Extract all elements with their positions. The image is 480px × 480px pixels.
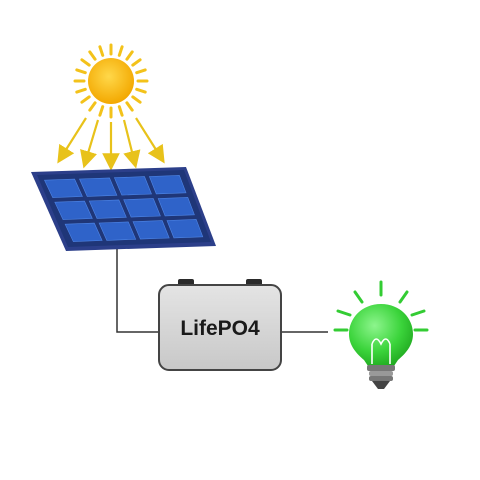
solar-cell xyxy=(64,222,103,242)
panel-to-battery-wire xyxy=(116,248,162,333)
solar-cell xyxy=(54,200,93,220)
solar-panel-icon xyxy=(31,167,216,251)
battery-body xyxy=(158,284,282,371)
solar-cell xyxy=(132,220,170,240)
solar-cell xyxy=(44,178,83,198)
sun-icon xyxy=(73,43,149,119)
solar-cell xyxy=(88,199,127,219)
wires xyxy=(116,248,328,333)
solar-cell xyxy=(123,198,161,218)
solar-cell xyxy=(148,175,187,195)
solar-cell xyxy=(79,177,118,197)
solar-cell xyxy=(98,221,137,241)
solar-cell xyxy=(157,197,195,217)
battery-label: LifePO4 xyxy=(180,317,260,340)
solar-cell xyxy=(166,219,204,239)
solar-cell xyxy=(113,176,152,196)
sunlight-arrows-icon xyxy=(57,117,165,171)
light-bulb-icon xyxy=(333,280,429,389)
battery: LifePO4 xyxy=(158,279,282,371)
